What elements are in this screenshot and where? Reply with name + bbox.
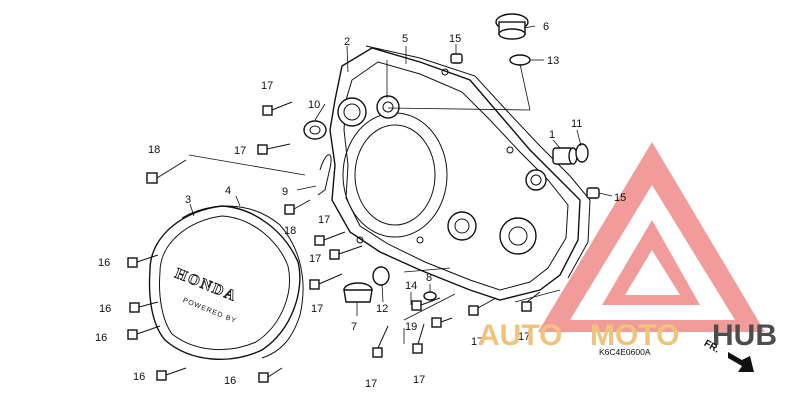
bolt-14 (411, 297, 441, 311)
label-15-right: 15 (614, 192, 626, 204)
label-11: 11 (571, 118, 582, 130)
wordmark-auto: AUTO (478, 319, 562, 352)
bolt-16-c (127, 325, 161, 340)
bolt-17-i (521, 291, 541, 312)
label-18-b: 18 (284, 225, 296, 237)
crankcase-cover (329, 47, 581, 301)
label-1: 1 (549, 129, 555, 141)
bolt-17-c (314, 231, 346, 246)
label-16-b: 16 (99, 303, 111, 315)
clutch-cover: HONDA POWERED BY (148, 205, 301, 360)
label-13: 13 (547, 55, 559, 67)
oil-filler-cap (495, 13, 529, 40)
label-19: 19 (405, 321, 417, 333)
wordmark-moto: MOTO (590, 319, 679, 352)
bolt-17-a (262, 101, 293, 116)
label-12: 12 (376, 303, 388, 315)
oil-seal (303, 120, 327, 140)
label-7: 7 (351, 321, 357, 333)
bolt-17-b (257, 143, 291, 155)
bolt-18-b (284, 199, 311, 215)
bolt-18-a (146, 159, 187, 184)
label-17-e: 17 (311, 303, 323, 315)
o-ring-12 (372, 266, 390, 286)
label-8: 8 (426, 272, 432, 284)
washer (423, 291, 437, 301)
wordmark-hub: HUB (712, 319, 777, 352)
label-15-top: 15 (449, 33, 461, 45)
label-5: 5 (402, 33, 408, 45)
label-17-h: 17 (471, 336, 483, 348)
bolt-17-e (309, 273, 343, 290)
bolt-17-d (329, 245, 363, 260)
label-17-d: 17 (309, 253, 321, 265)
watermark-logo (538, 142, 765, 332)
label-16-a: 16 (98, 257, 110, 269)
label-6: 6 (543, 21, 549, 33)
label-17-a: 17 (261, 80, 273, 92)
label-17-c: 17 (318, 214, 330, 226)
label-2: 2 (344, 36, 350, 48)
diagram-code: K6C4E0600A (599, 347, 651, 357)
watermark-wordmark: AUTO MOTO HUB (478, 319, 777, 352)
label-17-i: 17 (518, 331, 530, 343)
o-ring-11 (575, 143, 589, 163)
bolt-16-e (258, 367, 283, 383)
label-17-g: 17 (413, 374, 425, 386)
clip (317, 154, 332, 196)
bolts (127, 101, 541, 383)
leader-lines (188, 25, 613, 344)
bolt-16-d (156, 367, 187, 381)
cover-gasket (181, 205, 304, 359)
dowel-pin-top (450, 53, 463, 64)
label-10: 10 (308, 99, 320, 111)
gasket (365, 45, 591, 279)
o-ring (509, 54, 531, 66)
label-18-a: 18 (148, 144, 160, 156)
dowel-pin-right (586, 187, 600, 199)
label-3: 3 (185, 194, 191, 206)
bolt-17-f (372, 325, 389, 358)
label-16-e: 16 (224, 375, 236, 387)
bolt-16-a (127, 254, 159, 268)
label-17-b: 17 (234, 145, 246, 157)
bolt-16-b (129, 301, 159, 313)
bolt-17-h (468, 297, 497, 316)
label-16-c: 16 (95, 332, 107, 344)
arrow-icon (728, 352, 754, 372)
label-9: 9 (282, 186, 288, 198)
label-17-f: 17 (365, 378, 377, 390)
label-16-d: 16 (133, 371, 145, 383)
bolt-19 (431, 317, 453, 328)
label-4: 4 (225, 185, 231, 197)
plug-cap (343, 282, 373, 303)
needle-bearing (552, 147, 578, 165)
label-14: 14 (405, 280, 417, 292)
bolt-17-g (412, 323, 425, 354)
callout-numbers: 2 5 15 6 13 1 11 15 17 10 17 18 9 4 3 17… (95, 21, 651, 390)
